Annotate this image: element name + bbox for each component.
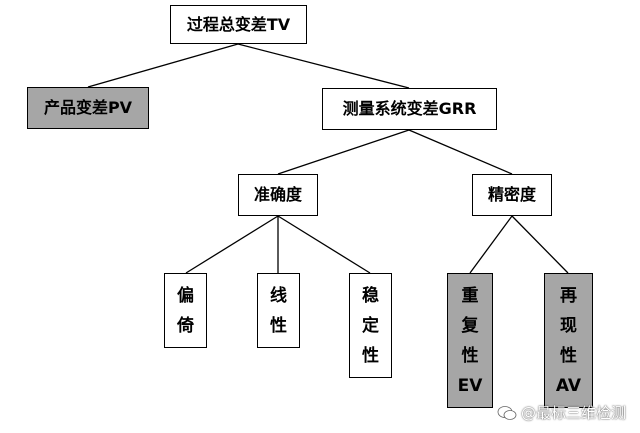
watermark-text: @最标三维检测: [520, 404, 626, 422]
node-linearity-char: 线: [270, 285, 287, 306]
node-product-variation: 产品变差PV: [27, 87, 149, 129]
node-reproducibility-char: 现: [560, 315, 577, 336]
node-stability-char: 定: [362, 315, 379, 336]
node-bias-char: 偏: [177, 285, 194, 306]
node-accuracy: 准确度: [238, 174, 318, 216]
node-linearity: 线 性: [257, 273, 300, 348]
node-stability-char: 稳: [362, 285, 379, 306]
node-linearity-char: 性: [270, 315, 287, 336]
edge-grr-accuracy: [277, 129, 410, 175]
node-bias: 偏 倚: [164, 273, 207, 348]
chat-bubble-icon: [497, 405, 517, 420]
node-repeatability: 重 复 性 EV: [447, 273, 493, 408]
node-repeatability-char: 性: [461, 345, 479, 366]
node-stability-char: 性: [362, 345, 379, 366]
edge-tv-grr: [237, 43, 410, 89]
node-repeatability-char: 重: [461, 285, 479, 306]
edge-precision-reproducibility: [511, 215, 569, 274]
edge-accuracy-stability: [277, 215, 371, 274]
node-total-variation: 过程总变差TV: [170, 5, 307, 44]
watermark: @最标三维检测: [497, 402, 626, 423]
node-stability: 稳 定 性: [349, 273, 392, 378]
edge-precision-repeatability: [469, 215, 513, 274]
edge-grr-precision: [408, 129, 513, 175]
node-reproducibility: 再 现 性 AV: [544, 273, 593, 408]
edge-tv-pv: [87, 43, 239, 88]
node-reproducibility-char: AV: [555, 375, 582, 396]
node-repeatability-char: 复: [461, 315, 479, 336]
node-bias-char: 倚: [177, 315, 194, 336]
node-measurement-system-variation: 测量系统变差GRR: [322, 88, 497, 130]
node-reproducibility-char: 再: [560, 285, 577, 306]
node-precision: 精密度: [472, 174, 552, 216]
node-repeatability-char: EV: [457, 375, 483, 396]
node-reproducibility-char: 性: [560, 345, 577, 366]
edge-accuracy-bias: [185, 215, 279, 274]
